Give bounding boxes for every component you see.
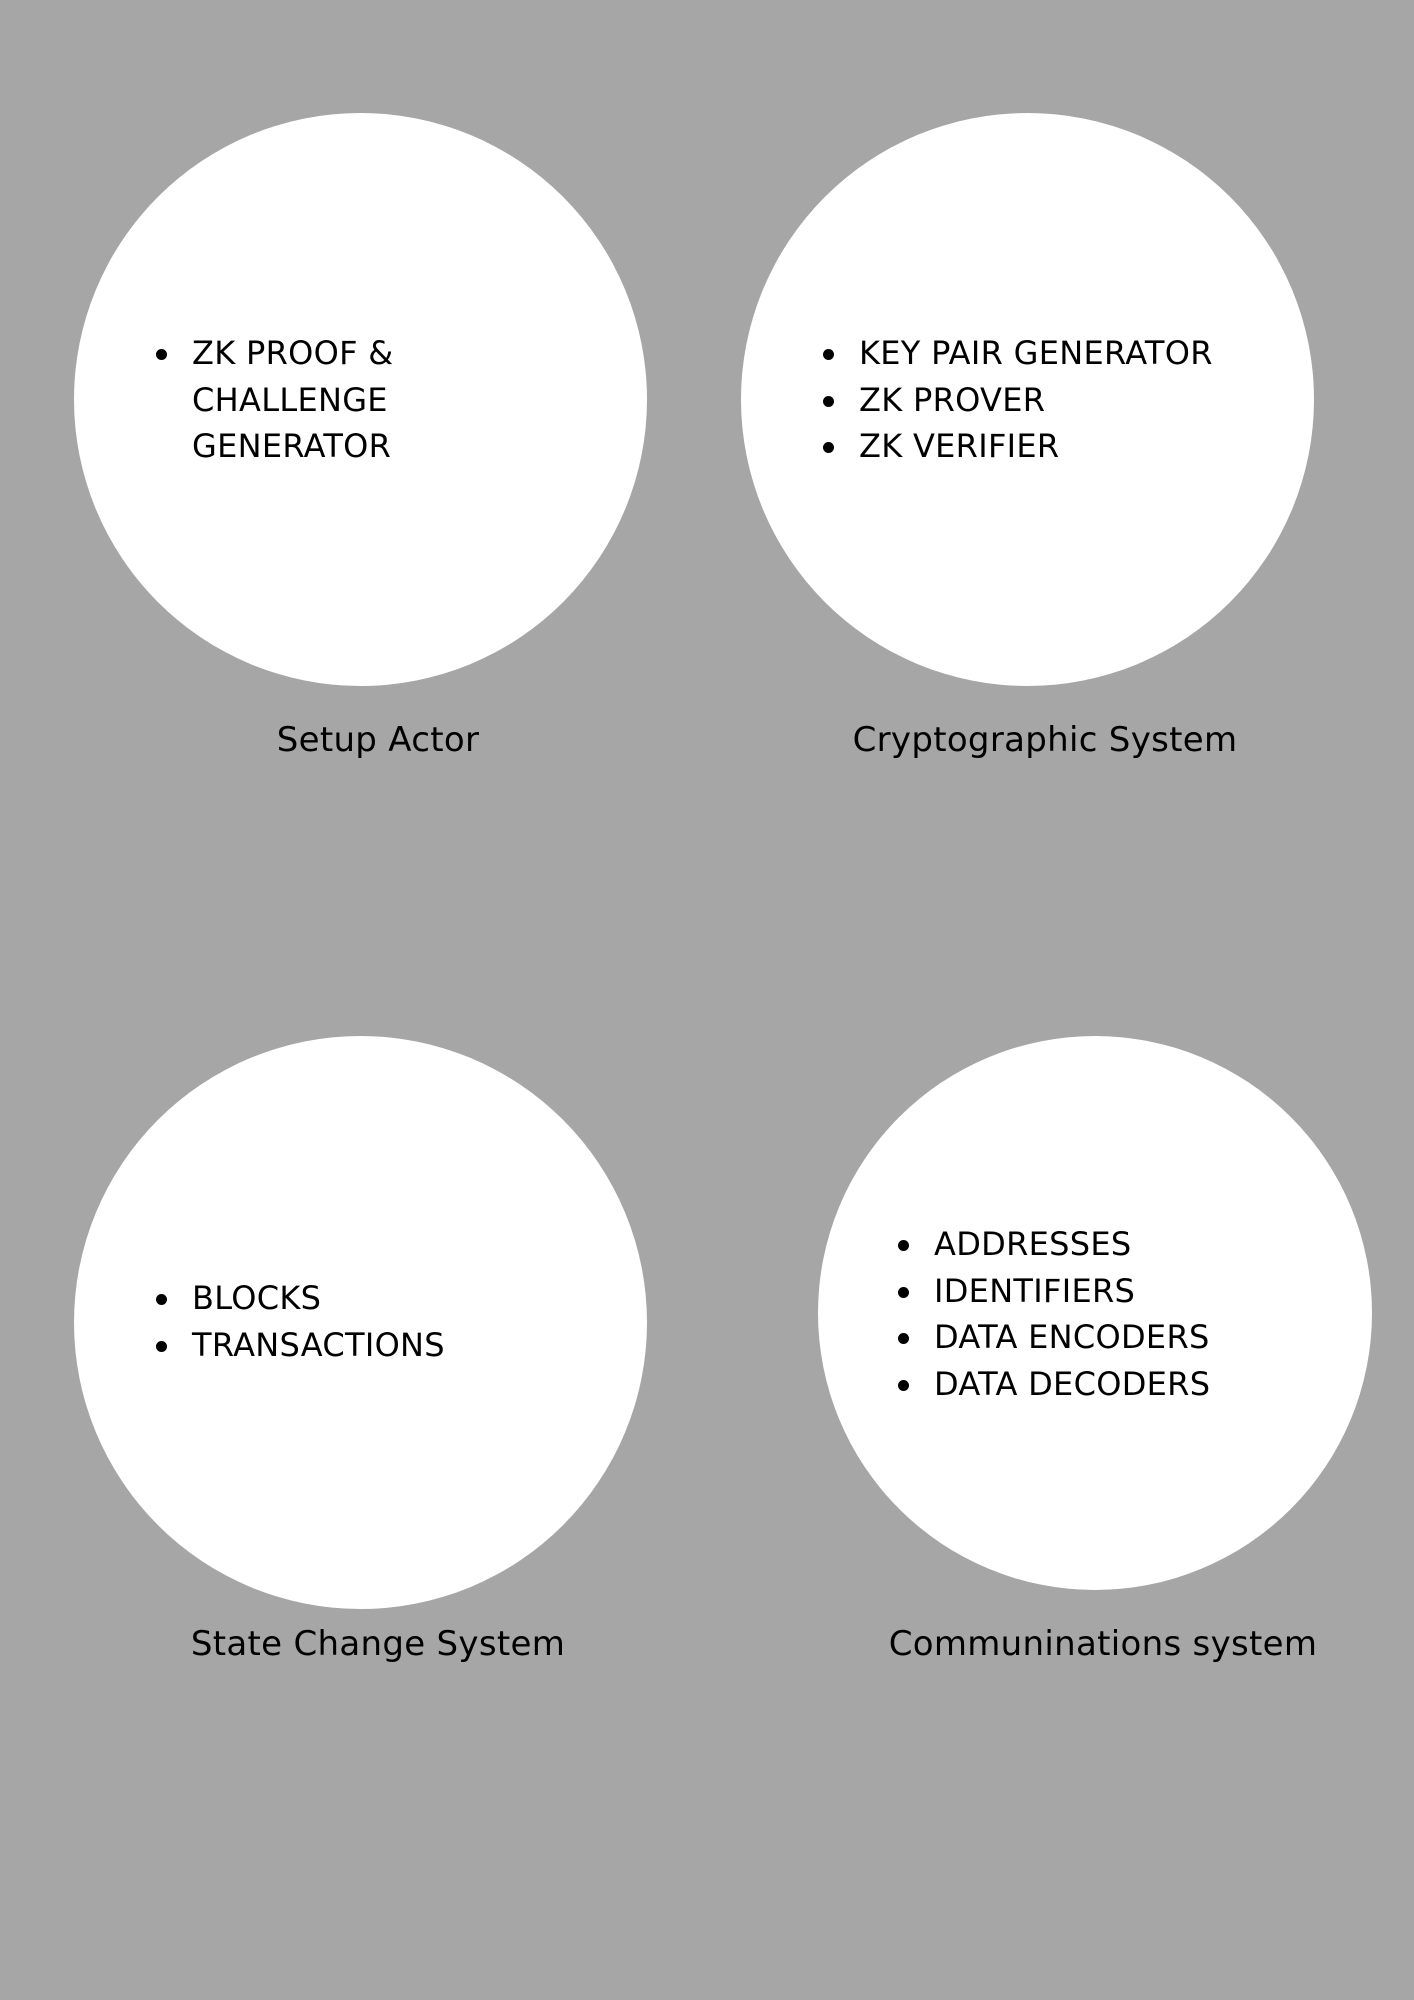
bullet-icon xyxy=(823,349,834,360)
list-item-text: DATA ENCODERS xyxy=(934,1318,1210,1356)
setup-actor-circle xyxy=(74,113,647,686)
list-item-text: ZK VERIFIER xyxy=(859,427,1060,465)
communications-system-circle xyxy=(818,1036,1372,1590)
state-change-system-item-list: BLOCKS TRANSACTIONS xyxy=(152,1275,552,1368)
list-item: DATA DECODERS xyxy=(894,1361,1314,1408)
list-item-text: TRANSACTIONS xyxy=(192,1325,445,1364)
list-item-text: BLOCKS xyxy=(192,1279,322,1317)
list-item: IDENTIFIERS xyxy=(894,1268,1314,1315)
bullet-icon xyxy=(156,1294,167,1305)
list-item: BLOCKS xyxy=(152,1275,552,1322)
list-item-text: DATA DECODERS xyxy=(934,1364,1211,1403)
cryptographic-system-circle xyxy=(741,113,1314,686)
list-item: ZK PROOF & CHALLENGE GENERATOR xyxy=(152,330,452,470)
state-change-system-label: State Change System xyxy=(190,1624,566,1664)
state-change-system-circle xyxy=(74,1036,647,1609)
bullet-icon xyxy=(898,1333,909,1344)
bullet-icon xyxy=(898,1286,909,1298)
communications-system-item-list: ADDRESSES IDENTIFIERS DATA ENCODERS DATA… xyxy=(894,1221,1314,1407)
setup-actor-label: Setup Actor xyxy=(276,720,480,760)
list-item: DATA ENCODERS xyxy=(894,1314,1314,1361)
setup-actor-item-list: ZK PROOF & CHALLENGE GENERATOR xyxy=(152,330,452,470)
list-item-text: ZK PROOF & CHALLENGE GENERATOR xyxy=(192,334,394,465)
list-item-text: ADDRESSES xyxy=(934,1225,1132,1263)
cryptographic-system-item-list: KEY PAIR GENERATOR ZK PROVER ZK VERIFIER xyxy=(819,330,1279,470)
list-item: TRANSACTIONS xyxy=(152,1322,552,1369)
bullet-icon xyxy=(823,395,834,407)
list-item: ADDRESSES xyxy=(894,1221,1314,1268)
list-item-text: IDENTIFIERS xyxy=(934,1271,1136,1310)
cryptographic-system-label: Cryptographic System xyxy=(852,720,1238,760)
communications-system-label: Communinations system xyxy=(888,1624,1318,1664)
list-item: KEY PAIR GENERATOR xyxy=(819,330,1279,377)
list-item: ZK VERIFIER xyxy=(819,423,1279,470)
list-item-text: KEY PAIR GENERATOR xyxy=(859,334,1213,372)
bullet-icon xyxy=(156,1340,167,1352)
list-item: ZK PROVER xyxy=(819,377,1279,424)
bullet-icon xyxy=(823,442,834,453)
bullet-icon xyxy=(898,1240,909,1251)
bullet-icon xyxy=(156,349,167,360)
bullet-icon xyxy=(898,1379,909,1391)
list-item-text: ZK PROVER xyxy=(859,380,1046,419)
